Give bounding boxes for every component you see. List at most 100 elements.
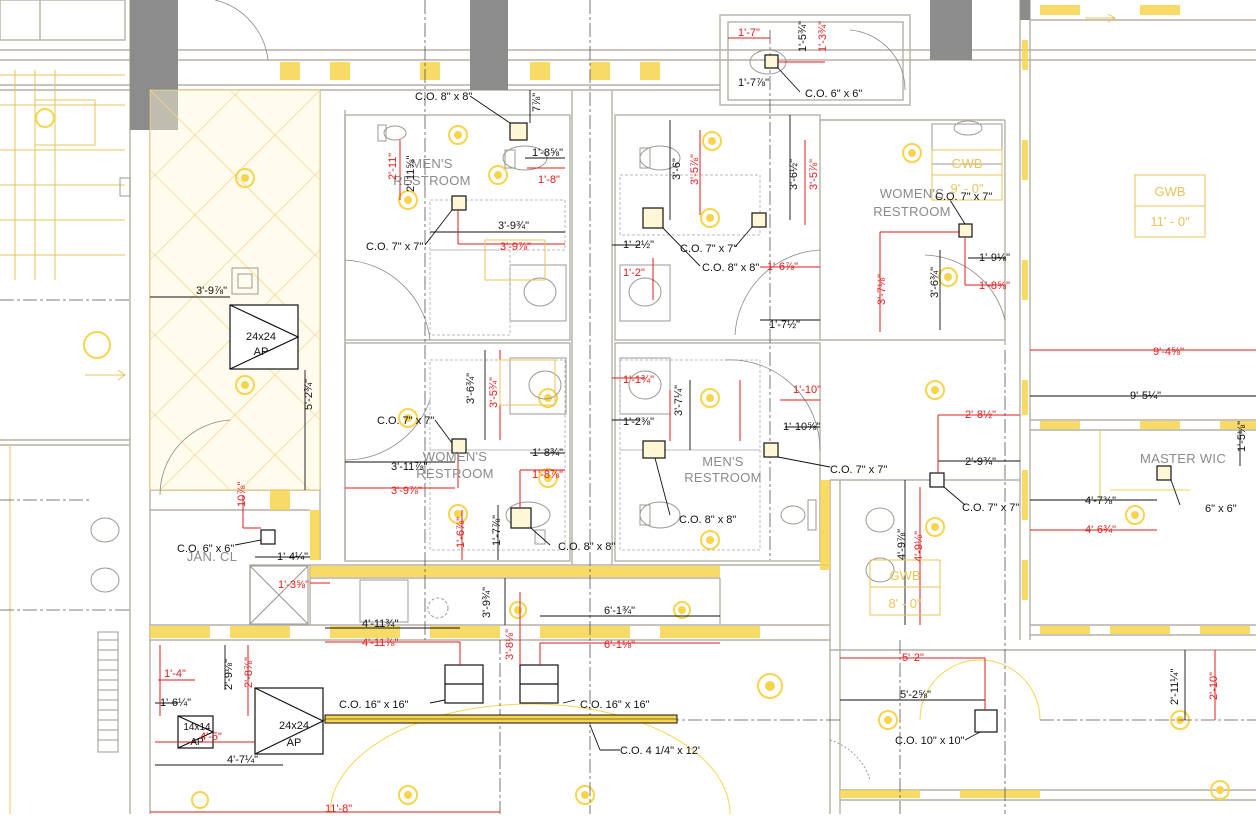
arrow-marks bbox=[85, 13, 1117, 381]
co-label-9: C.O. 8" x 8" bbox=[679, 514, 736, 526]
dim-r-29: 5'-2" bbox=[902, 652, 924, 664]
dim-r-8: 3'-5⅞" bbox=[808, 159, 820, 190]
left-ceiling-grid bbox=[149, 89, 321, 491]
dim-r-3: 1'-7" bbox=[738, 27, 760, 39]
co-label-3: C.O. 6" x 6" bbox=[805, 88, 862, 100]
co-label-16: C.O. 4 1/4" x 12' bbox=[620, 745, 700, 757]
dim-r-24: 3'-8⅛" bbox=[504, 629, 516, 660]
dim-b-22: 2'-9¾" bbox=[965, 456, 996, 468]
room-womens-2-line1: WOMEN'S bbox=[880, 186, 945, 201]
linear-cutout-bar bbox=[324, 714, 678, 724]
dim-r-0: 2'-11" bbox=[387, 153, 399, 180]
ceiling-lights bbox=[35, 108, 1230, 809]
dim-r-26: 1'-4" bbox=[164, 668, 186, 680]
dim-b-11: 1'-7½" bbox=[769, 319, 800, 331]
dim-b-9: 3'-6½" bbox=[788, 159, 800, 190]
dim-b-29: 6'-1¾" bbox=[604, 605, 635, 617]
dim-b-7: 1'-7⅞" bbox=[738, 77, 769, 89]
dim-b-26: 1'-4¼" bbox=[277, 551, 308, 563]
dim-b-10: 1'-2½" bbox=[623, 239, 654, 251]
dim-b-25: 4'-9⅞" bbox=[896, 529, 908, 560]
dim-b-6: 1'-5¾" bbox=[797, 21, 809, 52]
room-womens-1-line1: WOMEN'S bbox=[423, 449, 488, 464]
dim-r-27: 2'-8⅞" bbox=[243, 657, 255, 688]
co-label-4: C.O. 7" x 7" bbox=[680, 243, 737, 255]
ap-24-bottom-line2: AP bbox=[287, 737, 302, 749]
dim-r-5: 3'-5⅞" bbox=[689, 154, 701, 185]
dim-r-1: 1'-8" bbox=[538, 174, 560, 186]
left-yellow-details bbox=[0, 70, 125, 814]
room-master-wic: MASTER WIC bbox=[1140, 451, 1226, 466]
room-jan-cl: JAN. CL bbox=[187, 549, 238, 564]
dim-b-5: 7⅞" bbox=[531, 93, 543, 112]
door-swings bbox=[159, 0, 1006, 781]
co-label-5: C.O. 8" x 8" bbox=[702, 262, 759, 274]
co-label-13: C.O. 6" x 6" bbox=[177, 543, 234, 555]
dim-r-13: 3'-5¾" bbox=[488, 377, 500, 408]
co-label-2: C.O. 7" x 7" bbox=[366, 241, 423, 253]
co-label-14: C.O. 16" x 16" bbox=[339, 699, 409, 711]
dim-r-28: 4'-5" bbox=[200, 731, 222, 743]
dim-b-31: 1'-6¼" bbox=[160, 697, 191, 709]
dim-r-7: 1'-2" bbox=[623, 267, 645, 279]
toilet-partitions bbox=[429, 174, 761, 551]
dim-r-15: 3'-9⅞" bbox=[391, 485, 422, 497]
co-label-1: C.O. 8" x 8" bbox=[415, 91, 472, 103]
dim-b-30: 2'-9⅛" bbox=[223, 659, 235, 690]
dim-r-4: 1'-3¾" bbox=[817, 21, 829, 52]
dim-r-25: 6'-1⅛" bbox=[604, 639, 635, 651]
gwb-11-line1: GWB bbox=[1154, 184, 1185, 199]
dim-b-34: 2'-11¼" bbox=[1169, 669, 1181, 705]
dim-r-23: 4'-11⅞" bbox=[362, 637, 398, 649]
dim-b-19: 1'-2⅜" bbox=[623, 416, 654, 428]
room-mens-1-line1: MEN'S bbox=[411, 156, 453, 171]
dim-b-16: 1'-8¾" bbox=[532, 447, 563, 459]
dim-b-20: 1'-10⅝" bbox=[783, 421, 820, 433]
co-label-11: C.O. 7" x 7" bbox=[962, 502, 1019, 514]
dim-b-27: 4'-11¾" bbox=[362, 618, 398, 630]
room-mens-1-line2: RESTROOM bbox=[393, 173, 471, 188]
dim-r-11: 3'-7⅛" bbox=[876, 274, 888, 305]
co-label-7: C.O. 7" x 7" bbox=[377, 415, 434, 427]
dim-b-12: 1'-9⅛" bbox=[979, 252, 1010, 264]
dim-b-13: 3'-6¾" bbox=[929, 267, 941, 298]
dim-r-18: 1'-3⅝" bbox=[278, 579, 309, 591]
dim-b-24: 1'-5⅛" bbox=[1236, 421, 1248, 452]
dim-b-2: 2'-11⅝" bbox=[405, 156, 417, 192]
room-labels: MEN'S RESTROOM WOMEN'S RESTROOM WOMEN'S … bbox=[187, 156, 1226, 564]
gwb-9-line1: GWB bbox=[951, 156, 982, 171]
dim-b-14: 3'-6¾" bbox=[465, 373, 477, 404]
gwb-11-line2: 11' - 0" bbox=[1150, 214, 1190, 229]
co-label-10: C.O. 7" x 7" bbox=[830, 464, 887, 476]
dim-b-23: 4'-7⅜" bbox=[1085, 495, 1116, 507]
dim-r-19: 9'-4⅝" bbox=[1153, 346, 1184, 358]
dim-r-6: 1'-6⅞" bbox=[767, 261, 798, 273]
ap-24-top-line2: AP bbox=[254, 346, 269, 358]
access-panel-labels: 24x24 AP 24x24 AP 14x14 AP bbox=[183, 331, 309, 749]
dim-b-15: 3'-11⅞" bbox=[391, 461, 427, 473]
dim-r-21: 4'-6¾" bbox=[1085, 524, 1116, 536]
dim-b-8: 3'-6" bbox=[671, 158, 683, 180]
gwb-tag-boxes bbox=[484, 149, 1206, 616]
cutout-markers bbox=[260, 54, 1172, 733]
ap-14-line2: AP bbox=[190, 737, 204, 748]
dim-r-22: 4'-9⅛" bbox=[913, 531, 925, 562]
dim-r-9: 1'-8⅝" bbox=[979, 280, 1010, 292]
co-label-8: C.O. 8" x 8" bbox=[558, 541, 615, 553]
dim-b-32: 4'-7¼" bbox=[227, 754, 258, 766]
dim-b-3: 1'-8⅝" bbox=[532, 147, 563, 159]
gwb-tags: GWB 11' - 0" GWB 9' - 0" GWB 8' - 0" bbox=[888, 156, 1190, 611]
co-label-15: C.O. 16" x 16" bbox=[580, 699, 650, 711]
ap-24-bottom-line1: 24x24 bbox=[279, 720, 309, 732]
dim-b-28: 3'-9¾" bbox=[481, 587, 493, 618]
gwb-9-line2: 9' - 0" bbox=[950, 181, 983, 196]
dim-r-12: 1'-10" bbox=[793, 384, 821, 396]
dim-b-0: 3'-9⅞" bbox=[196, 285, 227, 297]
room-womens-1-line2: RESTROOM bbox=[416, 466, 494, 481]
ap-14-line1: 14x14 bbox=[183, 722, 211, 733]
dim-r-2: 3'-9⅞" bbox=[500, 241, 531, 253]
dim-b-18: 3'-7¼" bbox=[673, 385, 685, 416]
dimension-lines-red bbox=[150, 37, 1256, 813]
dim-b-17: 1'-7⅞" bbox=[491, 515, 503, 546]
